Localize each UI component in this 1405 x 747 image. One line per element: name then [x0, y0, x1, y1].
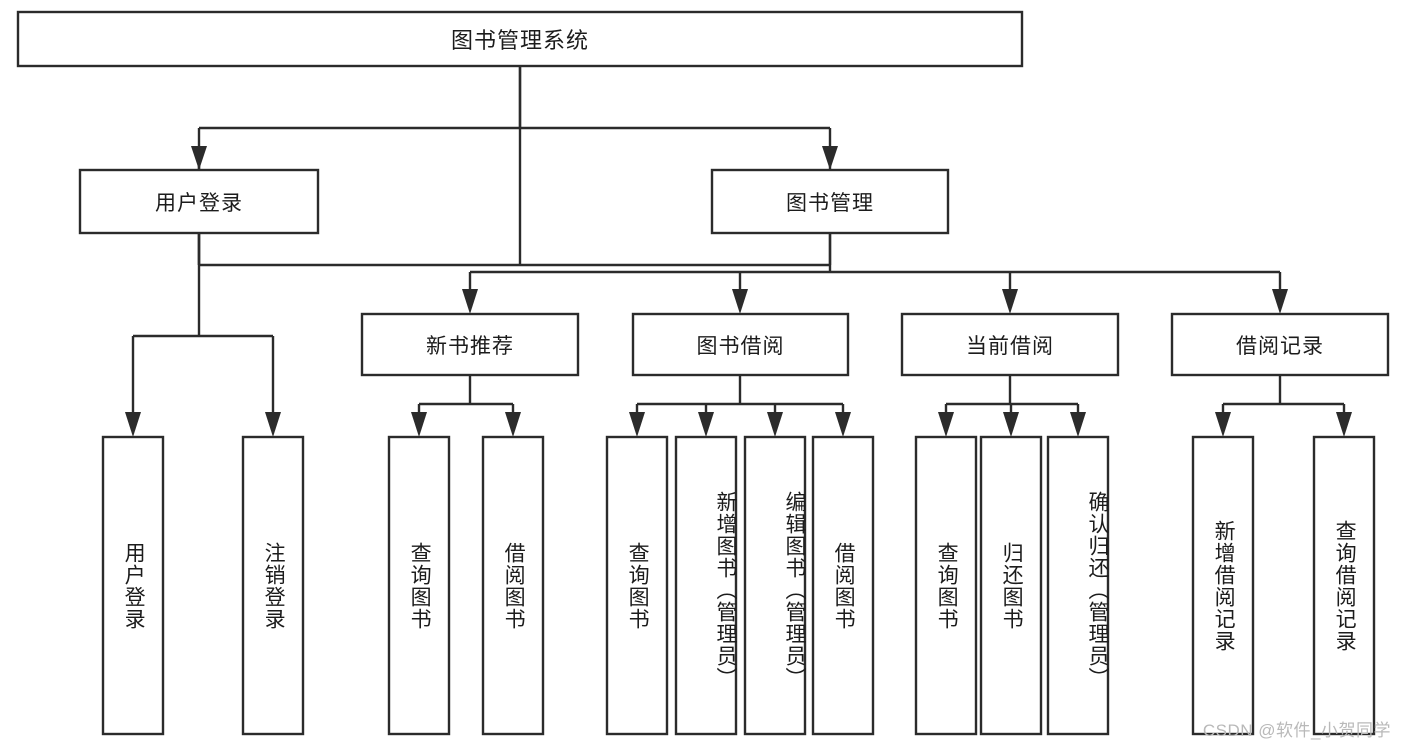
arrow-to-leaf-query-book-1 [411, 412, 427, 437]
arrow-to-leaf-add-book [698, 412, 714, 437]
arrow-to-book-borrow [732, 289, 748, 314]
node-box-book-manage[interactable] [710, 168, 950, 235]
node-box-leaf-user-login[interactable] [101, 435, 165, 736]
arrow-to-current-borrow [1002, 289, 1018, 314]
node-box-leaf-confirm-return[interactable] [1046, 435, 1110, 736]
arrow-to-leaf-borrow-book-1 [505, 412, 521, 437]
stem-root [191, 65, 838, 170]
arrow-to-leaf-query-book-2 [629, 412, 645, 437]
connector-new-book-rec-children [411, 375, 521, 437]
node-box-leaf-query-book-1[interactable] [387, 435, 451, 736]
arrow-to-borrow-record [1272, 289, 1288, 314]
connector-root-to-level2 [197, 65, 832, 267]
node-box-leaf-logout[interactable] [241, 435, 305, 736]
node-box-leaf-edit-book[interactable] [743, 435, 807, 736]
connector-borrow-record-children [1215, 375, 1352, 437]
node-box-leaf-add-book[interactable] [674, 435, 738, 736]
arrow-to-leaf-return-book [1003, 412, 1019, 437]
connector-book-borrow-children [629, 375, 851, 437]
node-box-leaf-query-book-2[interactable] [605, 435, 669, 736]
arrow-to-leaf-user-login [125, 412, 141, 437]
node-box-leaf-borrow-book-2[interactable] [811, 435, 875, 736]
node-box-leaf-borrow-book-1[interactable] [481, 435, 545, 736]
arrow-to-leaf-query-record [1336, 412, 1352, 437]
node-box-new-book-rec[interactable] [360, 312, 580, 377]
arrow-to-leaf-edit-book [767, 412, 783, 437]
node-box-user-login[interactable] [78, 168, 320, 235]
arrow-to-leaf-query-book-3 [938, 412, 954, 437]
node-box-leaf-add-record[interactable] [1191, 435, 1255, 736]
node-box-leaf-query-book-3[interactable] [914, 435, 978, 736]
node-box-leaf-return-book[interactable] [979, 435, 1043, 736]
arrow-to-book-manage [822, 146, 838, 170]
arrow-to-user-login [191, 146, 207, 170]
arrow-to-new-book-rec [462, 289, 478, 314]
node-box-current-borrow[interactable] [900, 312, 1120, 377]
node-box-root[interactable] [16, 10, 1024, 68]
arrow-to-leaf-confirm-return [1070, 412, 1086, 437]
connector-book-manage-children [462, 233, 1288, 314]
node-box-leaf-query-record[interactable] [1312, 435, 1376, 736]
node-box-book-borrow[interactable] [631, 312, 850, 377]
connector-current-borrow-children [938, 375, 1086, 437]
arrow-to-leaf-add-record [1215, 412, 1231, 437]
connector-user-login-children [125, 233, 281, 437]
node-box-borrow-record[interactable] [1170, 312, 1390, 377]
arrow-to-leaf-borrow-book-2 [835, 412, 851, 437]
arrow-to-leaf-logout [265, 412, 281, 437]
